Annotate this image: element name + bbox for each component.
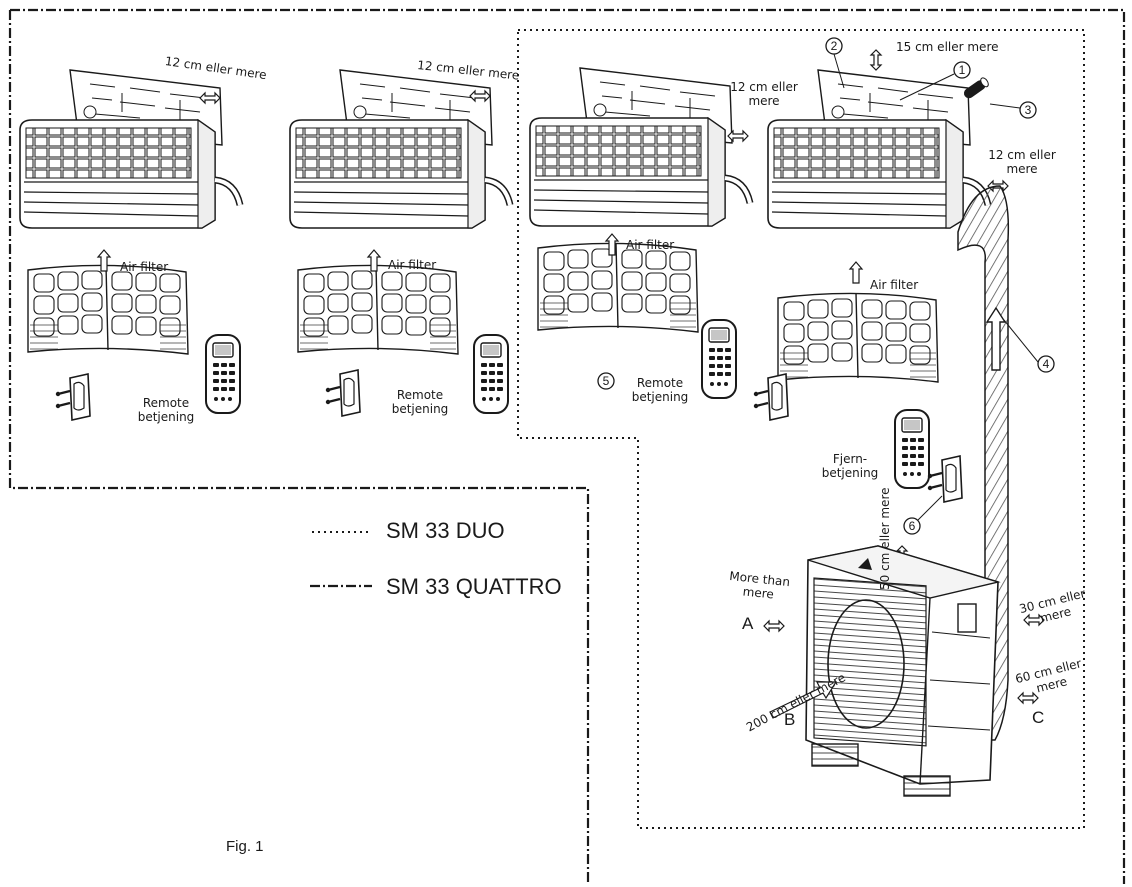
air-filter-label-3: Air filter [626,238,675,252]
clearance-label-u4-top: 15 cm eller mere [896,40,999,54]
callout-leaders [833,53,1039,521]
remote-label-4: Fjern- betjening [821,452,879,480]
outdoor-unit [769,545,1001,797]
callout-3: 3 [1025,103,1032,117]
callout-5: 5 [603,374,610,388]
air-filter-label-4: Air filter [870,278,919,292]
remote-control-1 [205,334,241,414]
remote-control-4 [894,409,930,489]
indoor-unit-3 [530,68,750,226]
callout-6: 6 [909,519,916,533]
clearance-arrow-u4-left [727,130,749,142]
air-filter-2 [297,264,459,355]
callout-1: 1 [959,63,966,77]
clearance-label-u4-right: 12 cm eller mere [988,148,1056,176]
pipe-connector [963,77,989,99]
indoor-unit-1 [20,70,240,228]
remote-control-2 [473,334,509,414]
clearance-letter-c: C [1032,708,1045,727]
air-filter-label-2: Air filter [388,258,437,272]
callout-2: 2 [831,39,838,53]
remote-holder-3 [752,372,790,422]
air-filter-label-1: Air filter [120,260,169,274]
clearance-arrow-u4-top [870,49,882,71]
air-filter-3 [537,242,699,333]
remote-holder-1 [54,372,92,422]
quattro-boundary [8,8,1126,884]
callout-4: 4 [1043,357,1050,371]
filter-arrow-4 [849,261,863,284]
clearance-letter-a: A [742,614,754,633]
clearance-arrow-a [763,620,785,632]
callout-numbers: 1 2 3 4 5 6 [603,39,1050,533]
remote-label-2: Remote betjening [391,388,449,416]
figure-label: Fig. 1 [226,838,264,855]
clearance-label-outdoor-top: 50 cm eller mere [878,487,892,591]
remote-control-3 [701,319,737,399]
callout-circles [597,37,1055,535]
air-filter-1 [27,264,189,355]
air-filter-4 [777,292,939,383]
duo-boundary [517,29,1085,829]
legend-duo-label: SM 33 DUO [386,518,505,543]
legend-quattro-label: SM 33 QUATTRO [386,574,562,599]
clearance-letter-b: B [784,710,796,729]
remote-holder-2 [324,368,362,418]
remote-holder-4 [926,454,964,504]
remote-label-1: Remote betjening [137,396,195,424]
clearance-label-u4-left: 12 cm eller mere [730,80,798,108]
remote-label-3: Remote betjening [631,376,689,404]
piping-arrow [985,306,1007,371]
